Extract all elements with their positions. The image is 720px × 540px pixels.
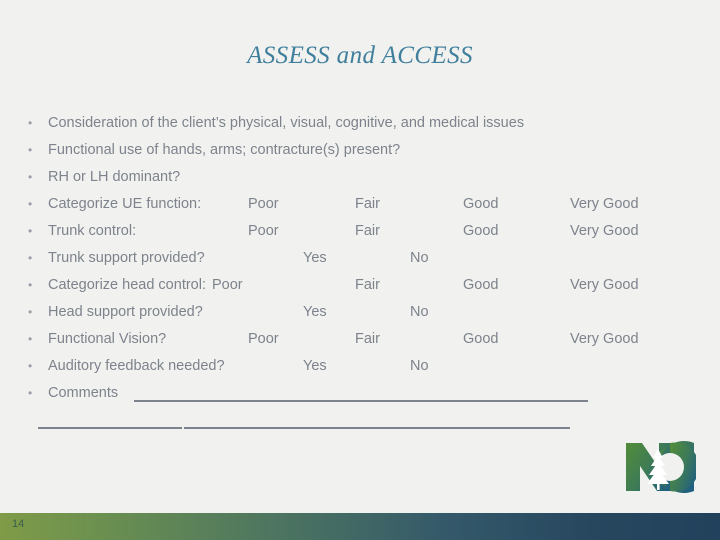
rating-option-fair[interactable]: Fair bbox=[355, 196, 380, 212]
list-item-label: Functional Vision? bbox=[48, 331, 167, 347]
option-no[interactable]: No bbox=[410, 358, 429, 374]
rating-option-fair[interactable]: Fair bbox=[355, 223, 380, 239]
rating-option-fair[interactable]: Fair bbox=[355, 331, 380, 347]
bullet-icon: • bbox=[28, 278, 33, 292]
list-item-label: Head support provided? bbox=[48, 304, 203, 320]
list-item: • Trunk control: Poor Fair Good Very Goo… bbox=[24, 218, 696, 245]
rating-option-good[interactable]: Good bbox=[463, 277, 499, 293]
comments-label: Comments bbox=[48, 385, 119, 401]
list-item: • Head support provided? Yes No bbox=[24, 299, 696, 326]
bullet-icon: • bbox=[28, 332, 33, 346]
rating-option-very-good[interactable]: Very Good bbox=[570, 277, 639, 293]
pine-tree-icon bbox=[647, 449, 669, 490]
list-item-text: Categorize head control: bbox=[48, 277, 206, 293]
rating-option-very-good[interactable]: Very Good bbox=[570, 196, 639, 212]
rating-option-good[interactable]: Good bbox=[463, 223, 499, 239]
option-yes[interactable]: Yes bbox=[303, 358, 327, 374]
option-no[interactable]: No bbox=[410, 304, 429, 320]
list-item-label: Functional use of hands, arms; contractu… bbox=[48, 142, 401, 158]
list-item: • RH or LH dominant? bbox=[24, 164, 696, 191]
rating-option-very-good[interactable]: Very Good bbox=[570, 331, 639, 347]
option-no[interactable]: No bbox=[410, 250, 429, 266]
bullet-icon: • bbox=[28, 386, 33, 400]
option-yes[interactable]: Yes bbox=[303, 304, 327, 320]
list-item-label: Auditory feedback needed? bbox=[48, 358, 225, 374]
list-item-label: Categorize UE function: bbox=[48, 196, 202, 212]
page-number: 14 bbox=[12, 518, 25, 530]
list-item-label: Categorize head control: Poor bbox=[48, 272, 243, 299]
list-item: • Functional use of hands, arms; contrac… bbox=[24, 137, 696, 164]
rating-option-good[interactable]: Good bbox=[463, 196, 499, 212]
list-item: • Trunk support provided? Yes No bbox=[24, 245, 696, 272]
bullet-icon: • bbox=[28, 359, 33, 373]
footer-bar: 14 bbox=[0, 513, 720, 540]
list-item-label: Trunk control: bbox=[48, 223, 137, 239]
comments-row: • Comments bbox=[24, 380, 696, 407]
nc-logo bbox=[624, 441, 698, 493]
bullet-icon: • bbox=[28, 143, 33, 157]
rating-option-poor[interactable]: Poor bbox=[212, 277, 243, 293]
bullet-icon: • bbox=[28, 197, 33, 211]
list-item-label: Consideration of the client’s physical, … bbox=[48, 115, 525, 131]
comments-write-in-line[interactable] bbox=[134, 400, 588, 402]
list-item: • Consideration of the client’s physical… bbox=[24, 110, 696, 137]
comments-write-in-line[interactable] bbox=[38, 427, 182, 429]
bullet-icon: • bbox=[28, 251, 33, 265]
assessment-bullet-list: • Consideration of the client’s physical… bbox=[24, 110, 696, 434]
list-item-label: Trunk support provided? bbox=[48, 250, 205, 266]
page-title: ASSESS and ACCESS bbox=[247, 42, 473, 69]
bullet-icon: • bbox=[28, 224, 33, 238]
list-item: • Functional Vision? Poor Fair Good Very… bbox=[24, 326, 696, 353]
comments-row-continued bbox=[24, 407, 696, 434]
option-yes[interactable]: Yes bbox=[303, 250, 327, 266]
list-item: • Categorize UE function: Poor Fair Good… bbox=[24, 191, 696, 218]
rating-option-poor[interactable]: Poor bbox=[248, 223, 279, 239]
rating-option-good[interactable]: Good bbox=[463, 331, 499, 347]
comments-write-in-line[interactable] bbox=[184, 427, 570, 429]
rating-option-poor[interactable]: Poor bbox=[248, 331, 279, 347]
bullet-icon: • bbox=[28, 170, 33, 184]
rating-option-fair[interactable]: Fair bbox=[355, 277, 380, 293]
rating-option-very-good[interactable]: Very Good bbox=[570, 223, 639, 239]
bullet-icon: • bbox=[28, 116, 33, 130]
list-item: • Auditory feedback needed? Yes No bbox=[24, 353, 696, 380]
bullet-icon: • bbox=[28, 305, 33, 319]
rating-option-poor[interactable]: Poor bbox=[248, 196, 279, 212]
list-item: • Categorize head control: Poor Fair Good… bbox=[24, 272, 696, 299]
list-item-label: RH or LH dominant? bbox=[48, 169, 181, 185]
